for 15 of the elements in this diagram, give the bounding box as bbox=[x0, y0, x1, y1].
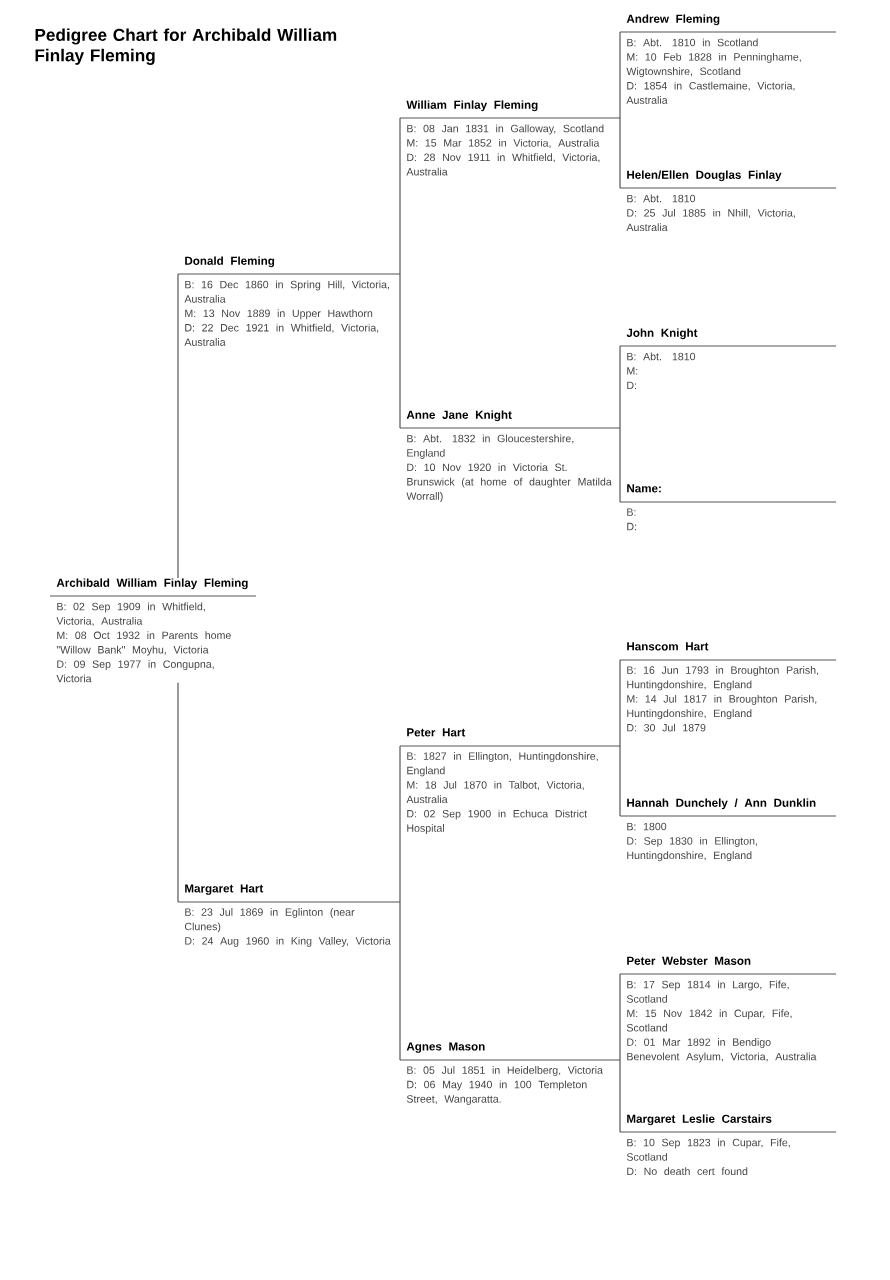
connector-line bbox=[177, 682, 179, 903]
connector-line bbox=[399, 901, 401, 1061]
chart-title: Pedigree Chart for Archibald William Finlay Fleming bbox=[35, 28, 337, 65]
connector-line bbox=[619, 1059, 621, 1133]
connector-line bbox=[619, 427, 621, 503]
connector-line bbox=[619, 745, 621, 817]
connector-line bbox=[619, 973, 621, 1061]
connector-line bbox=[399, 117, 401, 275]
connector-line bbox=[619, 659, 621, 747]
connector-line bbox=[619, 117, 621, 189]
connector-line bbox=[619, 31, 621, 119]
connector-line bbox=[399, 745, 401, 903]
connector-line bbox=[399, 273, 401, 429]
connector-line bbox=[619, 345, 621, 429]
connector-line bbox=[177, 273, 179, 579]
